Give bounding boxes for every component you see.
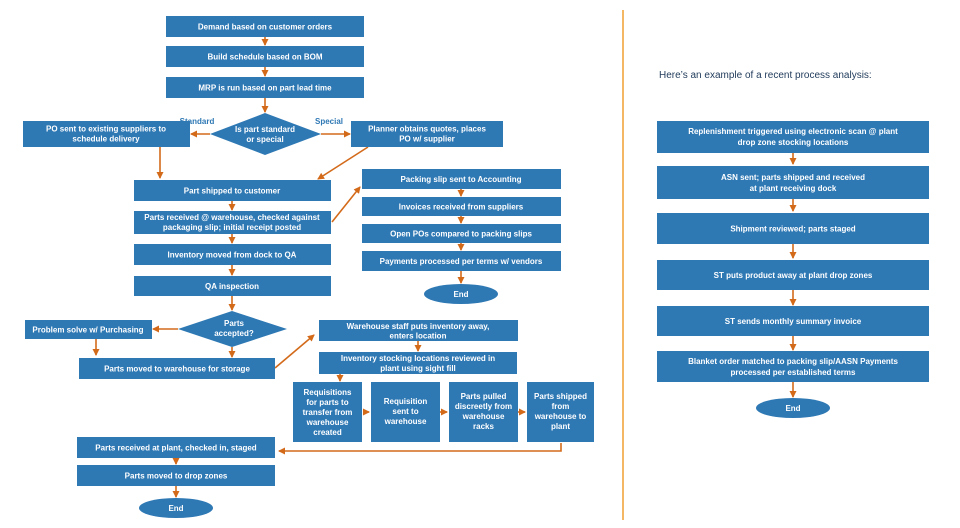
node-replenishment-line-2: drop zone stocking locations	[738, 138, 849, 147]
node-shipment-reviewed: Shipment reviewed; parts staged	[657, 213, 929, 244]
node-requisitions-line-1: Requisitions	[303, 388, 352, 397]
node-requisitions: Requisitions for parts to transfer from …	[293, 382, 362, 442]
node-invoices-label: Invoices received from suppliers	[399, 203, 524, 212]
node-blanket-order: Blanket order matched to packing slip/AA…	[657, 351, 929, 382]
node-parts-moved-storage-label: Parts moved to warehouse for storage	[104, 365, 250, 374]
node-parts-pulled: Parts pulled discreetly from warehouse r…	[449, 382, 518, 442]
label-standard: Standard	[180, 117, 215, 126]
node-warehouse-staff: Warehouse staff puts inventory away, ent…	[319, 320, 518, 341]
decision-accepted-line-1: Parts	[224, 319, 245, 328]
node-inventory-locations-line-2: plant using sight fill	[380, 364, 456, 373]
terminal-end-bottom-label: End	[168, 504, 183, 513]
node-parts-received-wh-line-1: Parts received @ warehouse, checked agai…	[144, 213, 320, 222]
node-warehouse-staff-line-2: enters location	[390, 332, 447, 341]
node-build-schedule-label: Build schedule based on BOM	[207, 53, 322, 62]
node-requisition-sent: Requisition sent to warehouse	[371, 382, 440, 442]
node-replenishment: Replenishment triggered using electronic…	[657, 121, 929, 153]
process-analysis-caption: Here’s an example of a recent process an…	[659, 70, 872, 81]
decision-standard-line-1: Is part standard	[235, 125, 295, 134]
node-parts-shipped-plant: Parts shipped from warehouse to plant	[527, 382, 594, 442]
node-parts-pulled-line-1: Parts pulled	[461, 392, 507, 401]
decision-parts-accepted: Parts accepted?	[178, 311, 287, 347]
terminal-end-right: End	[756, 398, 830, 418]
node-requisition-sent-line-2: sent to	[392, 407, 418, 416]
node-problem-solve-label: Problem solve w/ Purchasing	[32, 326, 143, 335]
node-blanket-order-line-1: Blanket order matched to packing slip/AA…	[688, 357, 898, 366]
node-requisitions-line-2: for parts to	[306, 398, 348, 407]
node-requisition-sent-line-3: warehouse	[384, 417, 427, 426]
node-requisitions-line-5: created	[313, 428, 342, 437]
node-st-puts-away-label: ST puts product away at plant drop zones	[714, 271, 873, 280]
node-packing-slip: Packing slip sent to Accounting	[362, 169, 561, 189]
node-parts-shipped-plant-line-1: Parts shipped	[534, 392, 587, 401]
node-payments-label: Payments processed per terms w/ vendors	[380, 257, 543, 266]
node-invoices: Invoices received from suppliers	[362, 197, 561, 216]
node-payments: Payments processed per terms w/ vendors	[362, 251, 561, 271]
node-blanket-order-line-2: processed per established terms	[731, 368, 856, 377]
terminal-end-top: End	[424, 284, 498, 304]
node-inventory-locations-line-1: Inventory stocking locations reviewed in	[341, 354, 495, 363]
decision-standard-line-2: or special	[246, 135, 283, 144]
node-requisitions-line-4: warehouse	[306, 418, 349, 427]
node-mrp-label: MRP is run based on part lead time	[198, 84, 332, 93]
node-st-sends-invoice-label: ST sends monthly summary invoice	[725, 317, 862, 326]
node-asn-sent-line-2: at plant receiving dock	[750, 184, 837, 193]
node-inventory-locations: Inventory stocking locations reviewed in…	[319, 352, 517, 374]
connector-arrows	[92, 37, 797, 498]
node-parts-moved-storage: Parts moved to warehouse for storage	[79, 358, 275, 379]
decision-accepted-line-2: accepted?	[214, 329, 254, 338]
node-build-schedule: Build schedule based on BOM	[166, 46, 364, 67]
node-warehouse-staff-line-1: Warehouse staff puts inventory away,	[347, 322, 490, 331]
node-shipment-reviewed-label: Shipment reviewed; parts staged	[730, 225, 855, 234]
node-planner-line-2: PO w/ supplier	[399, 135, 455, 144]
terminal-end-right-label: End	[785, 404, 800, 413]
decision-standard-or-special: Is part standard or special	[210, 113, 321, 155]
node-parts-received-plant-label: Parts received at plant, checked in, sta…	[95, 444, 257, 453]
node-planner-quotes: Planner obtains quotes, places PO w/ sup…	[351, 121, 503, 147]
node-inventory-moved: Inventory moved from dock to QA	[134, 244, 331, 265]
node-st-sends-invoice: ST sends monthly summary invoice	[657, 306, 929, 336]
terminal-end-bottom: End	[139, 498, 213, 518]
node-packing-slip-label: Packing slip sent to Accounting	[400, 175, 521, 184]
node-parts-shipped-plant-line-2: from	[552, 402, 570, 411]
node-parts-shipped-plant-line-4: plant	[551, 422, 570, 431]
terminal-end-top-label: End	[453, 290, 468, 299]
node-asn-sent-line-1: ASN sent; parts shipped and received	[721, 173, 865, 182]
node-st-puts-away: ST puts product away at plant drop zones	[657, 260, 929, 290]
node-inventory-moved-label: Inventory moved from dock to QA	[168, 251, 297, 260]
label-special: Special	[315, 117, 343, 126]
node-open-pos-label: Open POs compared to packing slips	[390, 230, 532, 239]
node-requisition-sent-line-1: Requisition	[384, 397, 428, 406]
node-parts-received-warehouse: Parts received @ warehouse, checked agai…	[134, 211, 331, 234]
node-po-existing-suppliers: PO sent to existing suppliers to schedul…	[23, 121, 190, 147]
node-demand-label: Demand based on customer orders	[198, 23, 333, 32]
node-planner-line-1: Planner obtains quotes, places	[368, 125, 486, 134]
node-qa-inspection: QA inspection	[134, 276, 331, 296]
node-parts-pulled-line-2: discreetly from	[455, 402, 512, 411]
node-parts-pulled-line-4: racks	[473, 422, 494, 431]
node-mrp: MRP is run based on part lead time	[166, 77, 364, 98]
node-part-shipped-customer: Part shipped to customer	[134, 180, 331, 201]
node-parts-pulled-line-3: warehouse	[462, 412, 505, 421]
node-parts-received-plant: Parts received at plant, checked in, sta…	[77, 437, 275, 458]
node-requisitions-line-3: transfer from	[303, 408, 353, 417]
node-parts-moved-drop-label: Parts moved to drop zones	[125, 472, 228, 481]
node-replenishment-line-1: Replenishment triggered using electronic…	[688, 127, 898, 136]
node-part-shipped-label: Part shipped to customer	[184, 187, 280, 196]
node-qa-inspection-label: QA inspection	[205, 282, 259, 291]
node-po-existing-line-1: PO sent to existing suppliers to	[46, 125, 166, 134]
node-open-pos: Open POs compared to packing slips	[362, 224, 561, 243]
node-demand: Demand based on customer orders	[166, 16, 364, 37]
node-parts-received-wh-line-2: packaging slip; initial receipt posted	[163, 223, 301, 232]
node-po-existing-line-2: schedule delivery	[72, 135, 140, 144]
node-asn-sent: ASN sent; parts shipped and received at …	[657, 166, 929, 199]
node-parts-shipped-plant-line-3: warehouse to	[534, 412, 587, 421]
node-problem-solve: Problem solve w/ Purchasing	[25, 320, 152, 339]
node-parts-moved-drop: Parts moved to drop zones	[77, 465, 275, 486]
